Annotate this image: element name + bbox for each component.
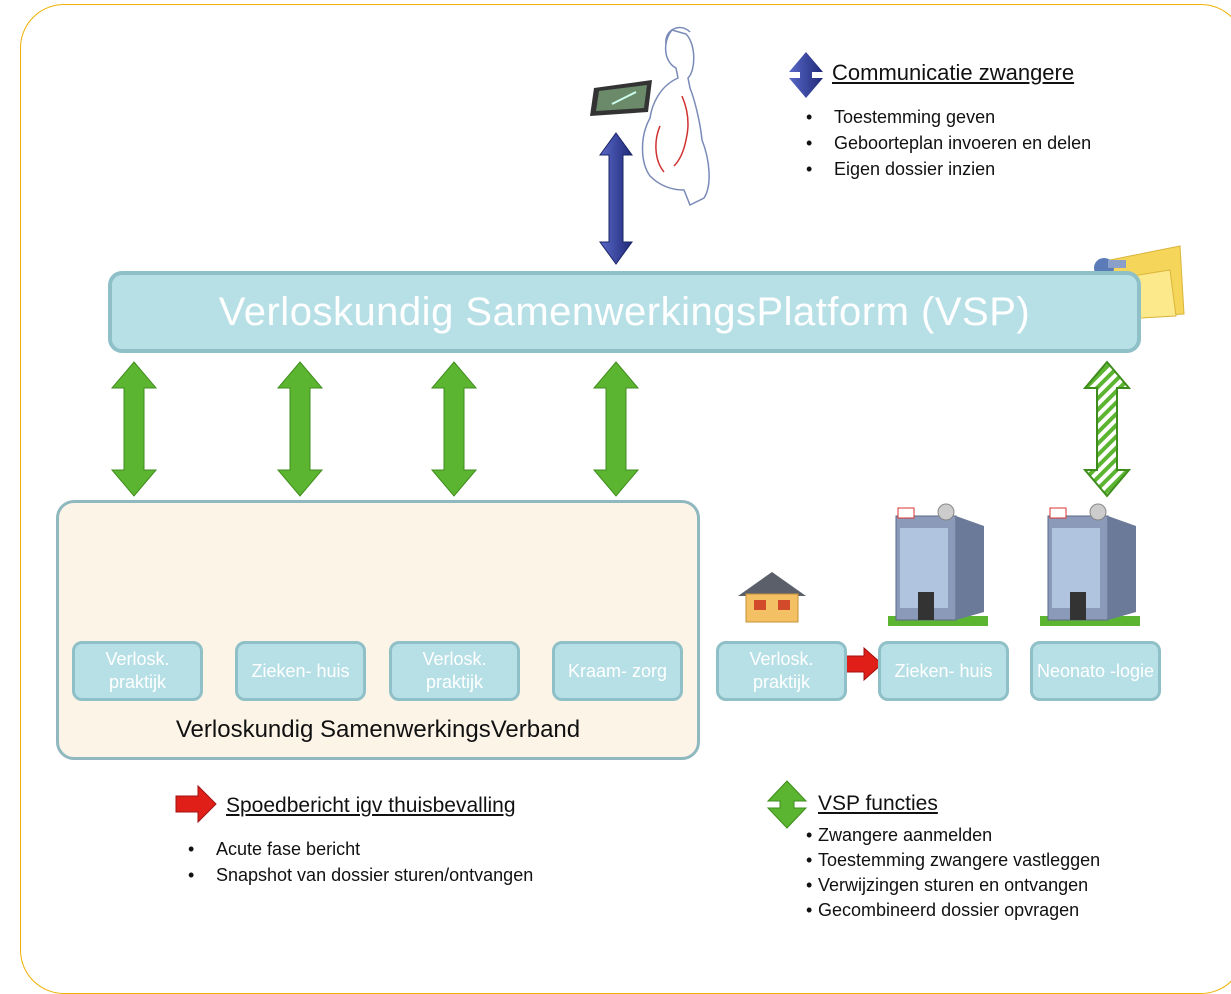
node-verlosk-praktijk-1: Verlosk. praktijk — [72, 641, 203, 701]
communicatie-list: Toestemming geven Geboorteplan invoeren … — [806, 104, 1091, 182]
hospital-icon-3 — [1040, 503, 1140, 626]
node-verlosk-praktijk-external: Verlosk. praktijk — [716, 641, 847, 701]
node-label: Zieken- huis — [894, 660, 993, 681]
communicatie-heading: Communicatie zwangere — [832, 60, 1075, 85]
list-item: Gecombineerd dossier opvragen — [806, 898, 1100, 923]
spoed-list: Acute fase bericht Snapshot van dossier … — [188, 836, 533, 888]
node-label: Kraam- zorg — [567, 660, 668, 681]
node-verlosk-praktijk-2: Verlosk. praktijk — [389, 641, 520, 701]
vsp-list: Zwangere aanmelden Toestemming zwangere … — [806, 823, 1100, 923]
list-item: Toestemming zwangere vastleggen — [806, 848, 1100, 873]
pregnant-woman-icon — [641, 26, 710, 207]
samenwerkingsverband-box — [56, 500, 700, 760]
house-icon-3 — [738, 572, 806, 623]
list-item: Verwijzingen sturen en ontvangen — [806, 873, 1100, 898]
node-ziekenhuis-external: Zieken- huis — [878, 641, 1009, 701]
hospital-icon-2 — [888, 503, 988, 626]
tablet-icon — [590, 80, 652, 116]
samenwerkingsverband-label: Verloskundig SamenwerkingsVerband — [175, 716, 581, 743]
list-item: Acute fase bericht — [188, 836, 533, 862]
vsp-arrow-1 — [110, 361, 158, 497]
vsp-arrow-2 — [276, 361, 324, 497]
node-neonatologie: Neonato -logie — [1030, 641, 1161, 701]
vsp-arrow-4 — [592, 361, 640, 497]
communication-legend-icon — [789, 52, 823, 98]
communication-arrow — [599, 132, 633, 265]
node-label: Neonato -logie — [1036, 660, 1155, 681]
node-kraamzorg: Kraam- zorg — [552, 641, 683, 701]
list-item: Eigen dossier inzien — [806, 156, 1091, 182]
vsp-platform-label: Verloskundig SamenwerkingsPlatform (VSP) — [218, 289, 1031, 334]
node-label: Verlosk. praktijk — [105, 649, 170, 692]
node-label: Verlosk. praktijk — [422, 649, 487, 692]
vsp-arrow-hatched — [1082, 360, 1132, 498]
vsp-platform: Verloskundig SamenwerkingsPlatform (VSP) — [108, 271, 1141, 353]
spoed-heading: Spoedbericht igv thuisbevalling — [226, 794, 516, 817]
vsp-legend-icon — [766, 780, 808, 829]
node-label: Verlosk. praktijk — [749, 649, 814, 692]
node-ziekenhuis-1: Zieken- huis — [235, 641, 366, 701]
node-label: Zieken- huis — [251, 660, 350, 681]
spoed-arrow — [841, 646, 883, 682]
list-item: Geboorteplan invoeren en delen — [806, 130, 1091, 156]
spoed-legend-icon — [175, 784, 217, 824]
list-item: Zwangere aanmelden — [806, 823, 1100, 848]
list-item: Toestemming geven — [806, 104, 1091, 130]
list-item: Snapshot van dossier sturen/ontvangen — [188, 862, 533, 888]
vsp-arrow-3 — [430, 361, 478, 497]
vsp-arrows — [110, 361, 640, 497]
vsp-heading: VSP functies — [818, 792, 938, 815]
